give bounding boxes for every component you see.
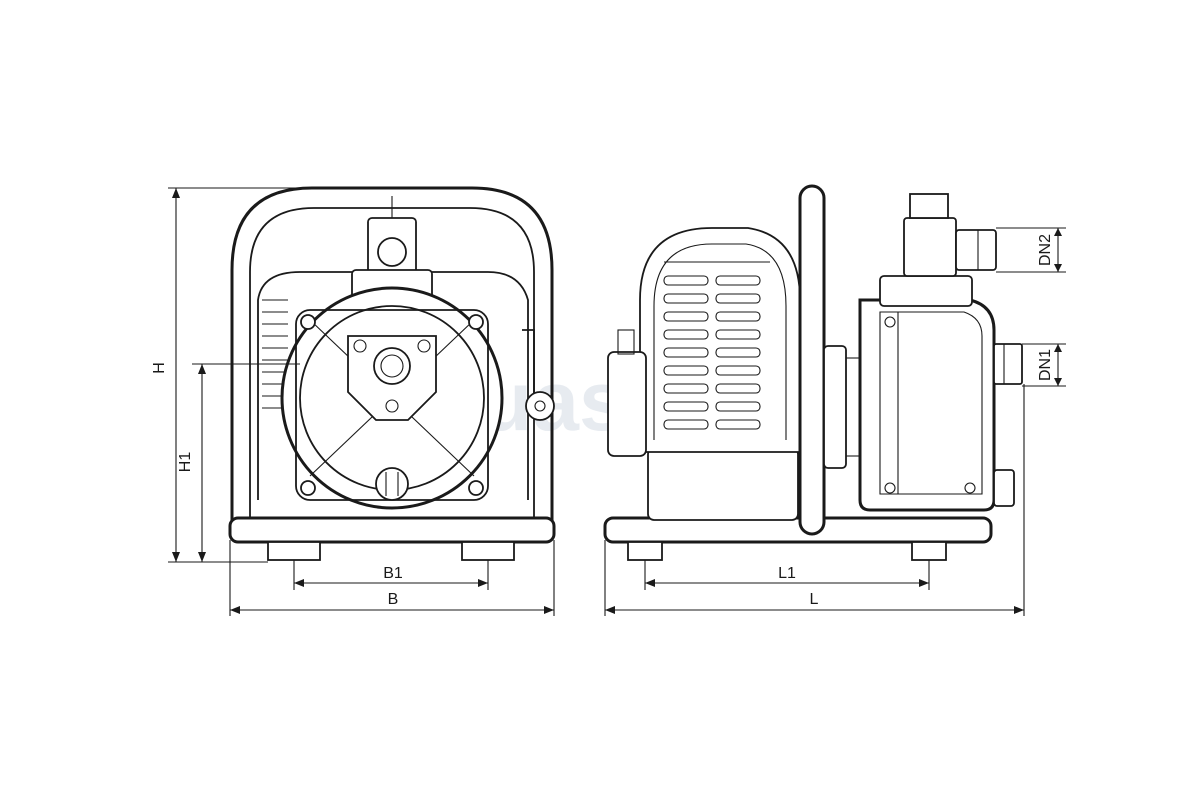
dimension-B: B xyxy=(229,540,555,616)
front-bolt xyxy=(353,339,367,353)
side-outlet-cap xyxy=(909,193,949,219)
dim-label-L1: L1 xyxy=(778,565,796,582)
dim-label-L: L xyxy=(810,591,819,608)
dimension-L: L xyxy=(604,384,1025,616)
front-lever-knob xyxy=(525,391,555,421)
side-outlet-housing xyxy=(879,275,973,307)
side-inlet-pipe xyxy=(993,343,1023,385)
dimension-DN2: DN2 xyxy=(996,227,1066,273)
front-bolt xyxy=(300,314,316,330)
front-outlet-block xyxy=(367,217,417,277)
side-foot-right xyxy=(911,541,947,561)
front-base-plate xyxy=(228,516,556,544)
side-engine-block xyxy=(647,447,799,521)
dim-label-B: B xyxy=(388,591,399,608)
dimension-L1: L1 xyxy=(644,560,930,590)
front-view xyxy=(228,186,556,561)
dimension-H1: H1 xyxy=(177,363,300,562)
dim-label-DN2: DN2 xyxy=(1037,234,1054,266)
side-frame-post xyxy=(798,184,826,536)
side-bolt xyxy=(884,316,896,328)
side-view xyxy=(603,184,1023,561)
front-drain-plug xyxy=(375,467,409,501)
side-bolt xyxy=(884,482,896,494)
front-outlet-port xyxy=(377,237,407,267)
side-coupling-flange xyxy=(823,345,847,469)
dim-label-DN1: DN1 xyxy=(1037,349,1054,381)
side-foot-left xyxy=(627,541,663,561)
front-foot-left xyxy=(267,541,321,561)
dim-label-B1: B1 xyxy=(383,565,403,582)
front-side-lever xyxy=(522,329,535,398)
side-outlet-body xyxy=(903,217,957,277)
dimension-H: H xyxy=(151,187,312,563)
front-bolt xyxy=(468,314,484,330)
front-inlet-port xyxy=(373,347,411,385)
front-frame-outer xyxy=(230,186,554,525)
side-engine-shroud xyxy=(639,227,801,453)
dimension-B1: B1 xyxy=(293,560,489,590)
side-grille xyxy=(663,261,770,430)
side-outlet-pipe xyxy=(955,229,997,271)
side-bolt xyxy=(964,482,976,494)
front-bolt xyxy=(300,480,316,496)
side-air-filter xyxy=(607,351,647,457)
front-bolt xyxy=(385,399,399,413)
side-base-plate xyxy=(603,516,993,544)
dim-label-H1: H1 xyxy=(177,452,194,473)
side-pump-casing xyxy=(858,298,996,512)
front-bolt xyxy=(417,339,431,353)
front-foot-right xyxy=(461,541,515,561)
dim-label-H: H xyxy=(151,362,168,374)
dimension-DN1: DN1 xyxy=(1022,343,1066,387)
side-drain-boss xyxy=(993,469,1015,507)
front-bolt xyxy=(468,480,484,496)
